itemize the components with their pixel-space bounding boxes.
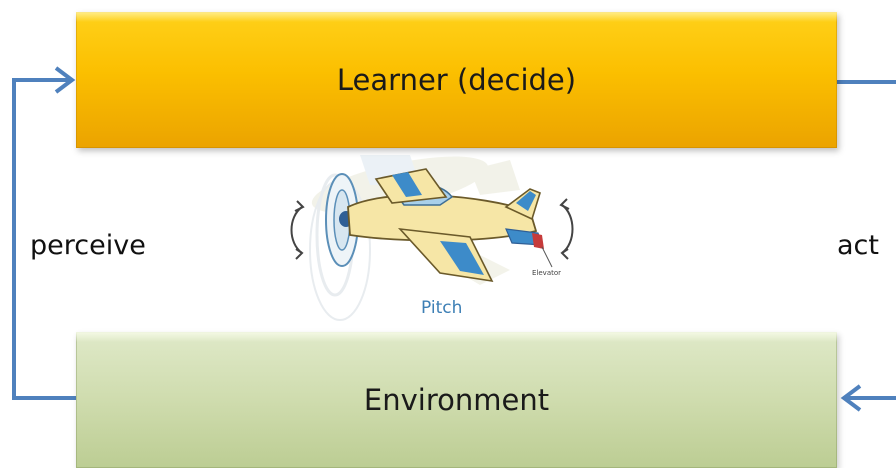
rotate-arrow-left: [290, 206, 303, 254]
elevator-label: Elevator: [532, 269, 561, 277]
learner-box: Learner (decide): [76, 12, 837, 148]
learner-label: Learner (decide): [336, 63, 577, 97]
environment-label: Environment: [363, 383, 550, 417]
act-arrowhead: [840, 384, 862, 412]
rotate-arrow-right: [561, 204, 574, 254]
perceive-label: perceive: [30, 230, 146, 261]
airplane-pitch-illustration: Elevator: [280, 145, 580, 325]
act-label: act: [837, 230, 879, 261]
perceive-arrowhead: [54, 66, 76, 94]
elevator: [532, 233, 544, 249]
environment-box: Environment: [76, 332, 837, 468]
perceive-arrow: [12, 78, 76, 400]
pitch-caption: Pitch: [421, 298, 463, 318]
airplane-icon: Elevator: [290, 155, 574, 321]
